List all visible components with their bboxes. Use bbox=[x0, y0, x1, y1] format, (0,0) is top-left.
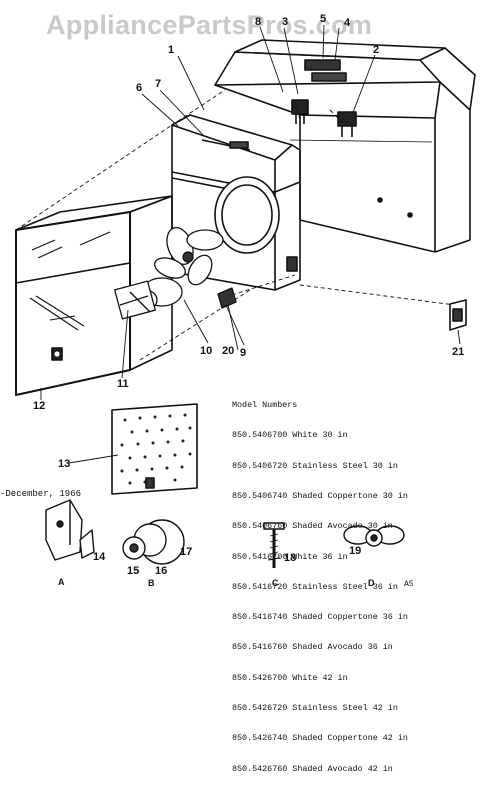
callout-21: 21 bbox=[452, 346, 465, 358]
variant-label-b: B bbox=[148, 578, 155, 588]
model-item: 850.5426700 White 42 in bbox=[232, 672, 348, 683]
model-numbers-title: Model Numbers bbox=[232, 400, 298, 411]
variant-parts bbox=[45, 499, 405, 568]
model-item: 850.5416760 Shaded Avocado 36 in bbox=[232, 642, 393, 653]
callout-4: 4 bbox=[344, 17, 351, 29]
fan-assembly bbox=[114, 227, 237, 320]
leader-lines bbox=[40, 24, 461, 561]
blower-housing bbox=[171, 114, 301, 291]
model-item: 850.5406740 Shaded Coppertone 30 in bbox=[232, 491, 408, 502]
model-item: 850.5406760 Shaded Avocado 30 in bbox=[232, 521, 393, 532]
model-item: 850.5416720 Stainless Steel 36 in bbox=[232, 581, 398, 592]
callout-3: 3 bbox=[282, 16, 289, 28]
callout-17: 17 bbox=[180, 546, 193, 558]
callout-8: 8 bbox=[255, 16, 262, 28]
callout-12: 12 bbox=[33, 400, 46, 412]
model-item: 850.5426760 Shaded Avocado 42 in bbox=[232, 763, 393, 774]
callout-15: 15 bbox=[127, 565, 140, 577]
callout-5: 5 bbox=[320, 13, 327, 25]
bracket-21 bbox=[449, 299, 467, 331]
filter-13 bbox=[111, 403, 198, 495]
callout-9: 9 bbox=[240, 347, 247, 359]
callout-18: 18 bbox=[284, 552, 297, 564]
callout-19: 19 bbox=[349, 545, 362, 557]
page-code: A5 bbox=[404, 580, 414, 589]
revision-date: -December, 1966 bbox=[0, 489, 82, 499]
model-item: 850.5416740 Shaded Coppertone 36 in bbox=[232, 612, 408, 623]
callout-16: 16 bbox=[155, 565, 168, 577]
variant-label-a: A bbox=[58, 577, 65, 587]
model-numbers-list: Model Numbers 850.5406700 White 30 in 85… bbox=[232, 380, 408, 794]
callout-20: 20 bbox=[222, 345, 235, 357]
callout-2: 2 bbox=[373, 44, 380, 56]
callout-11: 11 bbox=[117, 378, 129, 390]
model-item: 850.5426720 Stainless Steel 42 in bbox=[232, 703, 398, 713]
exploded-view-drawing bbox=[15, 24, 476, 568]
model-item: 850.5416700 White 36 in bbox=[232, 551, 348, 562]
callout-6: 6 bbox=[136, 82, 143, 94]
variant-label-c: C bbox=[272, 578, 279, 588]
callout-1: 1 bbox=[168, 44, 175, 56]
callout-13: 13 bbox=[58, 458, 71, 470]
callout-7: 7 bbox=[155, 78, 162, 90]
model-item: 850.5426740 Shaded Coppertone 42 in bbox=[232, 733, 408, 744]
model-item: 850.5406720 Stainless Steel 30 in bbox=[232, 460, 398, 471]
model-item: 850.5406700 White 30 in bbox=[232, 430, 348, 441]
callout-10: 10 bbox=[200, 345, 213, 357]
front-panel bbox=[15, 195, 173, 396]
variant-label-d: D bbox=[368, 578, 375, 588]
callout-14: 14 bbox=[93, 551, 106, 563]
diagram-canvas: AppliancePartsPros.com bbox=[0, 10, 476, 774]
watermark: AppliancePartsPros.com bbox=[46, 10, 373, 40]
